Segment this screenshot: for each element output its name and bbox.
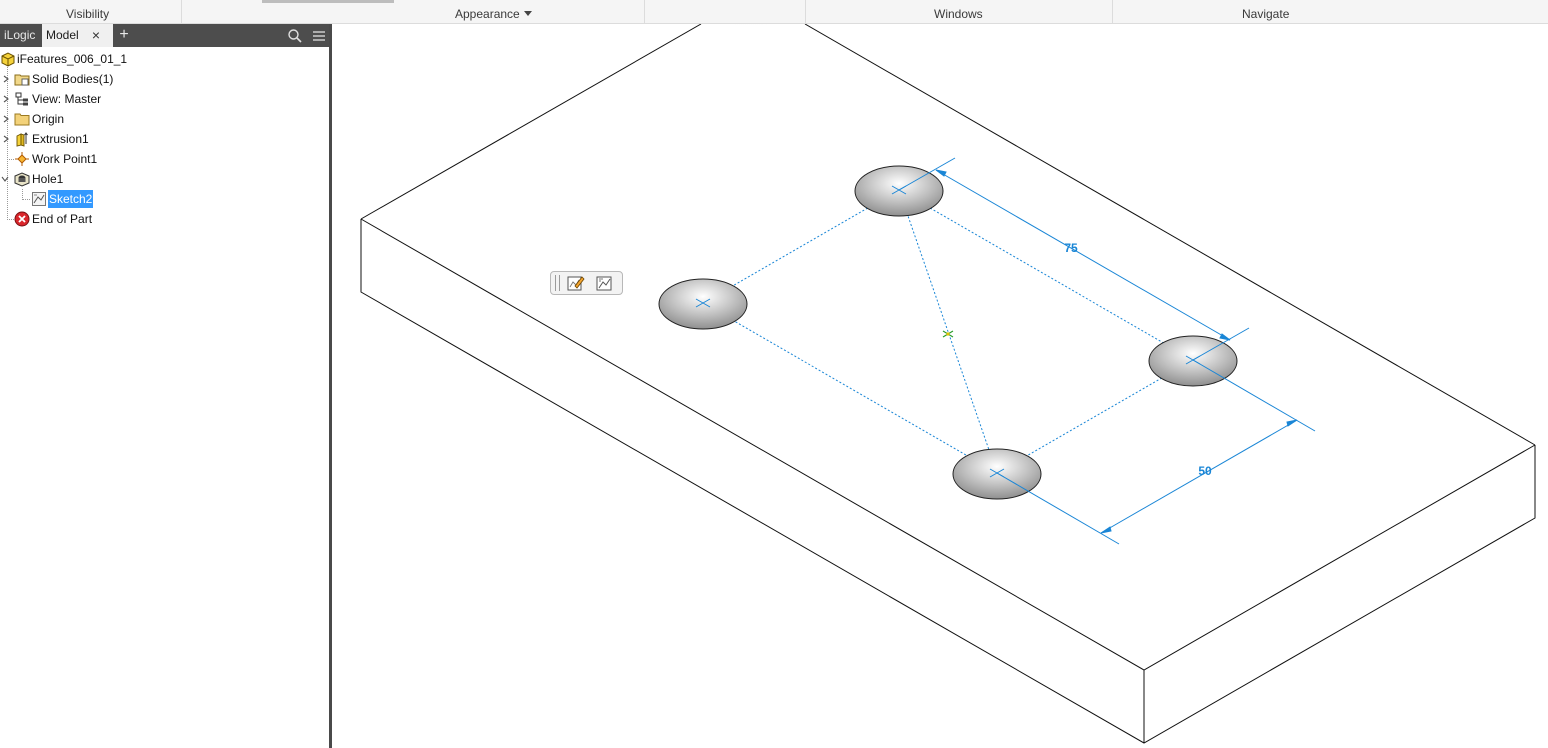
center-mark <box>695 298 711 308</box>
dimension-75-label[interactable]: 75 <box>1064 241 1078 255</box>
extension-line <box>996 472 1120 545</box>
view-rep-icon <box>15 92 28 106</box>
tree-item-label: Solid Bodies(1) <box>32 72 114 86</box>
chevron-right-icon[interactable] <box>3 135 9 143</box>
block-edges <box>360 24 1536 744</box>
construction-line <box>702 189 900 304</box>
edge-top-right-back <box>804 24 1536 446</box>
tab-ilogic[interactable]: iLogic <box>4 28 36 42</box>
browser-tab-bar: iLogic Model × + <box>0 24 329 47</box>
hole-features[interactable] <box>658 165 1238 500</box>
search-icon[interactable] <box>287 28 303 44</box>
tree-connector <box>22 199 30 200</box>
add-tab-icon[interactable]: + <box>119 26 129 43</box>
tree-item-label: View: Master <box>32 92 102 106</box>
tree-item-part[interactable]: iFeatures_006_01_1 <box>0 50 320 68</box>
tree-item-label: Work Point1 <box>32 152 98 166</box>
ribbon-group-visibility[interactable]: Visibility <box>66 7 110 21</box>
extension-line <box>1192 327 1250 361</box>
hole-right[interactable] <box>1148 335 1238 387</box>
chevron-down-icon[interactable] <box>1 176 9 182</box>
folder-icon <box>14 113 30 126</box>
tree-item-origin[interactable]: Origin <box>0 110 320 128</box>
edge-top-left-back <box>360 24 702 220</box>
model-canvas[interactable]: 75 50 <box>332 24 1548 748</box>
extrusion-icon <box>16 132 28 147</box>
tree-item-sketch2[interactable]: Sketch2 <box>0 190 320 208</box>
ribbon-panel-bar: Visibility Appearance Windows Navigate <box>0 0 1548 24</box>
tab-model[interactable]: Model <box>42 24 113 47</box>
sketch-construction-lines <box>702 189 1194 474</box>
tree-item-label: Hole1 <box>32 172 64 186</box>
tree-connector <box>7 159 14 160</box>
ribbon-separator <box>805 0 806 24</box>
tree-connector <box>7 219 14 220</box>
ribbon-separator <box>1112 0 1113 24</box>
edge-sides <box>360 219 1536 744</box>
chevron-down-icon <box>523 11 532 16</box>
tree-item-extrusion1[interactable]: Extrusion1 <box>0 130 320 148</box>
extension-line <box>898 157 956 191</box>
chevron-right-icon[interactable] <box>3 75 9 83</box>
work-point-icon <box>15 152 29 166</box>
menu-icon[interactable] <box>312 29 326 43</box>
tree-item-label: Extrusion1 <box>32 132 89 146</box>
ribbon-group-appearance-label: Appearance <box>455 7 520 21</box>
dimension-line <box>1100 419 1298 534</box>
tree-item-solid-bodies[interactable]: Solid Bodies(1) <box>0 70 320 88</box>
viewport-shadow <box>680 24 820 52</box>
ribbon-separator <box>181 0 182 24</box>
extension-line <box>1192 359 1316 432</box>
solid-bodies-icon <box>14 74 30 86</box>
hole-bottom[interactable] <box>952 448 1042 500</box>
graphics-viewport[interactable]: 75 50 <box>332 24 1548 748</box>
hole-left[interactable] <box>658 278 748 330</box>
mini-toolbar <box>550 271 623 295</box>
tree-item-work-point1[interactable]: Work Point1 <box>0 150 320 168</box>
part-icon <box>1 52 15 67</box>
tree-item-label: iFeatures_006_01_1 <box>17 52 128 66</box>
construction-line <box>702 302 998 474</box>
construction-line <box>898 189 998 474</box>
construction-line <box>898 189 1194 361</box>
hole-top[interactable] <box>854 165 944 217</box>
dimension-50-label[interactable]: 50 <box>1198 464 1212 478</box>
chevron-right-icon[interactable] <box>3 115 9 123</box>
ribbon-group-windows[interactable]: Windows <box>934 7 983 21</box>
tree-item-view-master[interactable]: View: Master <box>0 90 320 108</box>
tree-item-end-of-part[interactable]: End of Part <box>0 210 320 228</box>
chevron-right-icon[interactable] <box>3 95 9 103</box>
tab-model-label: Model <box>46 28 79 42</box>
dimension-arrow <box>1100 526 1112 534</box>
ribbon-group-appearance[interactable]: Appearance <box>455 7 532 21</box>
tree-item-label: Sketch2 <box>48 190 94 208</box>
sketch-icon <box>32 192 46 206</box>
ribbon-control-stub <box>262 0 394 3</box>
ribbon-separator <box>644 0 645 24</box>
hole-icon <box>14 172 30 187</box>
dimension-50[interactable] <box>996 359 1316 545</box>
construction-line <box>996 359 1194 474</box>
dimension-line <box>935 169 1231 341</box>
tree-item-hole1[interactable]: Hole1 <box>0 170 320 188</box>
dimension-arrow <box>935 169 947 177</box>
edit-feature-icon[interactable] <box>595 274 614 292</box>
dimension-arrow <box>1219 333 1231 341</box>
end-of-part-icon <box>14 211 30 227</box>
model-browser: iLogic Model × + iFeatures_006_01_1 <box>0 24 332 748</box>
close-icon[interactable]: × <box>91 27 101 43</box>
tree-item-label: End of Part <box>32 212 93 226</box>
drag-handle[interactable] <box>555 275 560 291</box>
tree-connector <box>7 67 8 220</box>
sketch-center-point[interactable] <box>942 330 954 338</box>
dimension-arrow <box>1286 419 1298 427</box>
tree-item-label: Origin <box>32 112 65 126</box>
ribbon-group-navigate[interactable]: Navigate <box>1242 7 1290 21</box>
edit-sketch-icon[interactable] <box>566 274 585 292</box>
tree-connector <box>22 189 23 200</box>
dimension-75[interactable] <box>898 157 1250 361</box>
